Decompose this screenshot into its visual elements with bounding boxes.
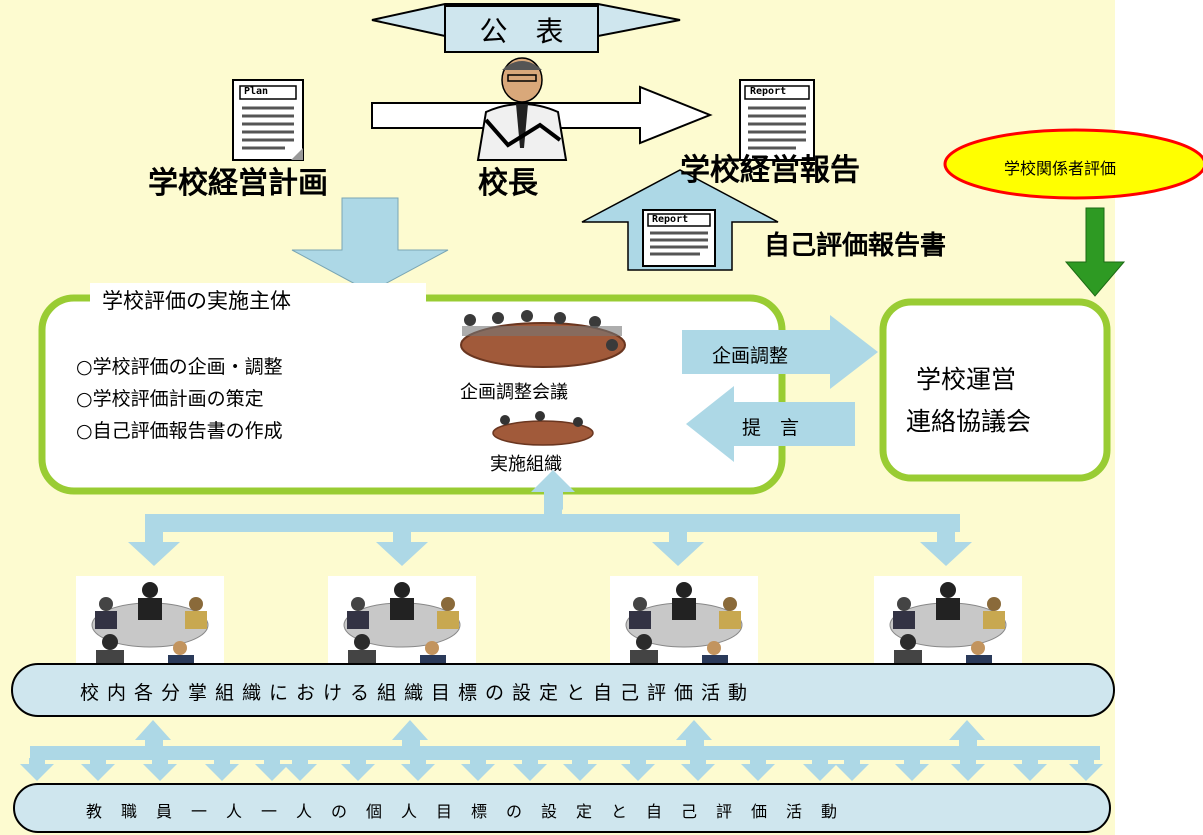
main-box-title: 学校評価の実施主体 — [102, 289, 291, 313]
tree-down-stem — [904, 758, 920, 764]
plan-doc-tag: Plan — [244, 86, 269, 97]
tree-down-arrow — [621, 764, 655, 781]
self-eval-doc-tag: Report — [652, 214, 689, 225]
stakeholder-down-arrow — [1064, 207, 1126, 297]
tree-down-stem — [960, 758, 976, 764]
planning-arrow-label: 企画調整 — [712, 345, 789, 367]
tree-down-stem — [844, 758, 860, 764]
main-box-title-tab — [90, 283, 426, 311]
tree-down-arrow — [81, 764, 115, 781]
tree-down-arrow — [283, 764, 317, 781]
tree-down-stem — [630, 758, 646, 764]
self-eval-label: 自己評価報告書 — [764, 231, 947, 261]
plan-down-arrow — [291, 197, 449, 293]
band1-shape — [11, 663, 1115, 717]
tree-down-stem — [470, 758, 486, 764]
tree-down-arrow — [895, 764, 929, 781]
tree-down-arrow — [951, 764, 985, 781]
tree-down-stem — [214, 758, 230, 764]
publish-banner-box — [444, 5, 599, 53]
implementation-org-icon — [492, 411, 594, 446]
principal-figure-icon — [476, 57, 568, 161]
tree-down-stem — [1078, 758, 1094, 764]
planning-meeting-label: 企画調整会議 — [460, 382, 568, 403]
tree-down-stem — [90, 758, 106, 764]
tree-down-stem — [690, 758, 706, 764]
council-box — [879, 298, 1111, 482]
tree-down-arrow — [1013, 764, 1047, 781]
council-label-line2: 連絡協議会 — [906, 407, 1032, 436]
tree-down-arrow — [681, 764, 715, 781]
band2-shape — [13, 783, 1111, 833]
tree-down-arrow — [513, 764, 547, 781]
council-label-line1: 学校運営 — [916, 365, 1017, 394]
stakeholder-eval-label: 学校関係者評価 — [1004, 159, 1117, 178]
tree-down-arrow — [255, 764, 289, 781]
principal-label: 校長 — [478, 166, 538, 201]
meeting-photo-group — [76, 576, 1022, 665]
tree-down-stem — [522, 758, 538, 764]
tree-down-arrow — [1069, 764, 1103, 781]
tree-level2 — [30, 720, 1100, 760]
tree-down-stem — [572, 758, 588, 764]
tree-down-stem — [292, 758, 308, 764]
tree-down-stem — [29, 758, 45, 764]
tree-down-stem — [812, 758, 828, 764]
plan-label: 学校経営計画 — [148, 166, 328, 201]
tree-down-arrow — [401, 764, 435, 781]
band1-label: 校内各分掌組織における組織目標の設定と自己評価活動 — [80, 682, 756, 704]
main-item-2: ○学校評価計画の策定 — [76, 388, 264, 410]
tree-level1 — [128, 470, 972, 566]
implementation-org-label: 実施組織 — [490, 454, 562, 475]
tree-down-arrow — [143, 764, 177, 781]
main-item-3: ○自己評価報告書の作成 — [76, 420, 283, 442]
tree-down-arrow — [461, 764, 495, 781]
tree-down-arrow — [341, 764, 375, 781]
tree-down-stem — [152, 758, 168, 764]
tree-down-arrow — [20, 764, 54, 781]
report-doc-tag: Report — [750, 86, 787, 97]
band2-label: 教職員一人一人の個人目標の設定と自己評価活動 — [86, 802, 857, 821]
tree-level2-down-arrows — [20, 758, 1103, 781]
council-proposal-arrow — [686, 386, 855, 462]
main-item-1: ○学校評価の企画・調整 — [76, 356, 283, 378]
stakeholder-eval-ellipse — [943, 128, 1203, 200]
plan-doc-icon — [232, 79, 304, 161]
tree-down-arrow — [205, 764, 239, 781]
self-eval-doc-icon — [642, 209, 716, 267]
report-doc-icon — [739, 79, 815, 161]
publish-label: 公 表 — [479, 15, 564, 48]
tree-down-arrow — [563, 764, 597, 781]
tree-down-stem — [410, 758, 426, 764]
planning-to-council-arrow — [682, 315, 878, 389]
proposal-arrow-label: 提 言 — [742, 417, 800, 439]
tree-down-stem — [264, 758, 280, 764]
tree-down-stem — [1022, 758, 1038, 764]
tree-down-stem — [350, 758, 366, 764]
tree-down-arrow — [835, 764, 869, 781]
report-label: 学校経営報告 — [680, 153, 860, 188]
tree-down-stem — [750, 758, 766, 764]
tree-down-arrow — [803, 764, 837, 781]
tree-down-arrow — [741, 764, 775, 781]
planning-meeting-icon — [460, 310, 626, 368]
